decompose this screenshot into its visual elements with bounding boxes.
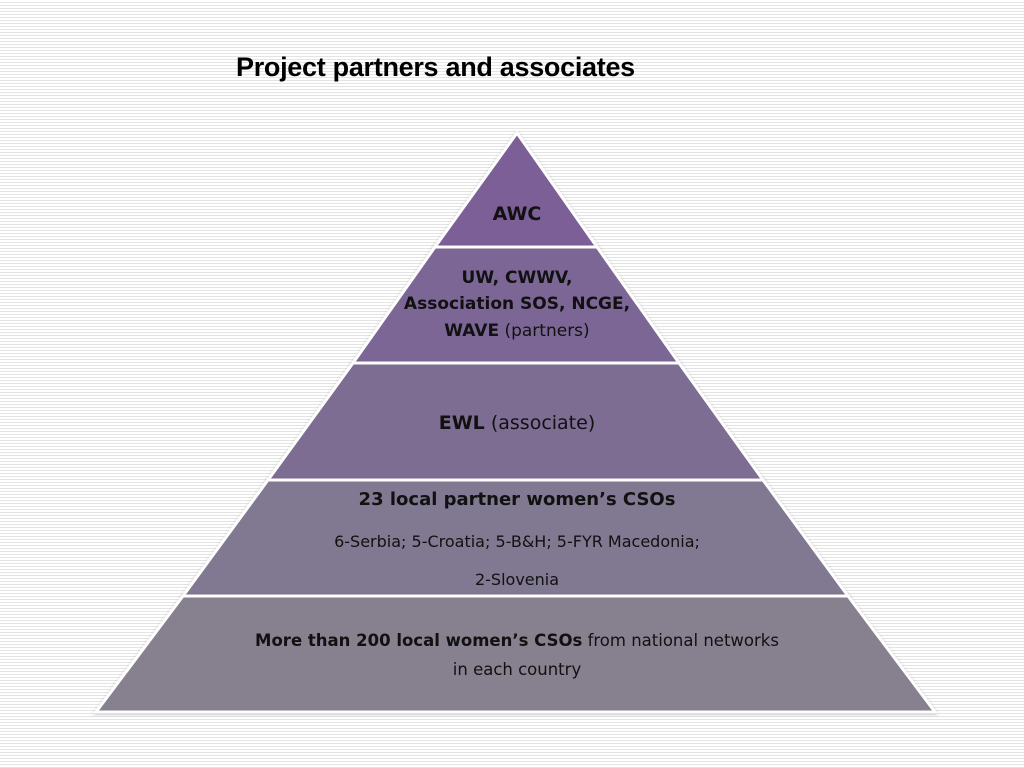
- tier-partners-line-3: WAVE (partners): [444, 321, 589, 341]
- tier-local-csos-bold: More than 200 local women’s CSOs: [255, 631, 582, 650]
- tier-local-csos-line-2: in each country: [453, 660, 582, 679]
- tier-associate-ewl: EWL: [439, 412, 485, 434]
- tier-associate-label: EWL (associate): [439, 412, 595, 434]
- pyramid-tier-local-csos: [93, 594, 938, 714]
- tier-partners-wave: WAVE: [444, 321, 499, 341]
- tier-local-csos-note: from national networks: [582, 631, 779, 650]
- tier-partners-line-2: Association SOS, NCGE,: [404, 294, 630, 314]
- tier-local-partners-countries-2: 2-Slovenia: [475, 570, 559, 589]
- tier-local-partners-heading: 23 local partner women’s CSOs: [359, 489, 676, 510]
- tier-local-partners-countries-1: 6-Serbia; 5-Croatia; 5-B&H; 5-FYR Macedo…: [334, 532, 700, 551]
- tier-partners-note: (partners): [499, 321, 590, 341]
- tier-local-csos-line-1: More than 200 local women’s CSOs from na…: [255, 631, 779, 650]
- tier-awc-label: AWC: [493, 203, 542, 225]
- slide-title: Project partners and associates: [236, 52, 635, 82]
- tier-partners-line-1: UW, CWWV,: [462, 268, 573, 288]
- pyramid-tier-awc: [432, 130, 600, 249]
- tier-associate-note: (associate): [485, 412, 595, 434]
